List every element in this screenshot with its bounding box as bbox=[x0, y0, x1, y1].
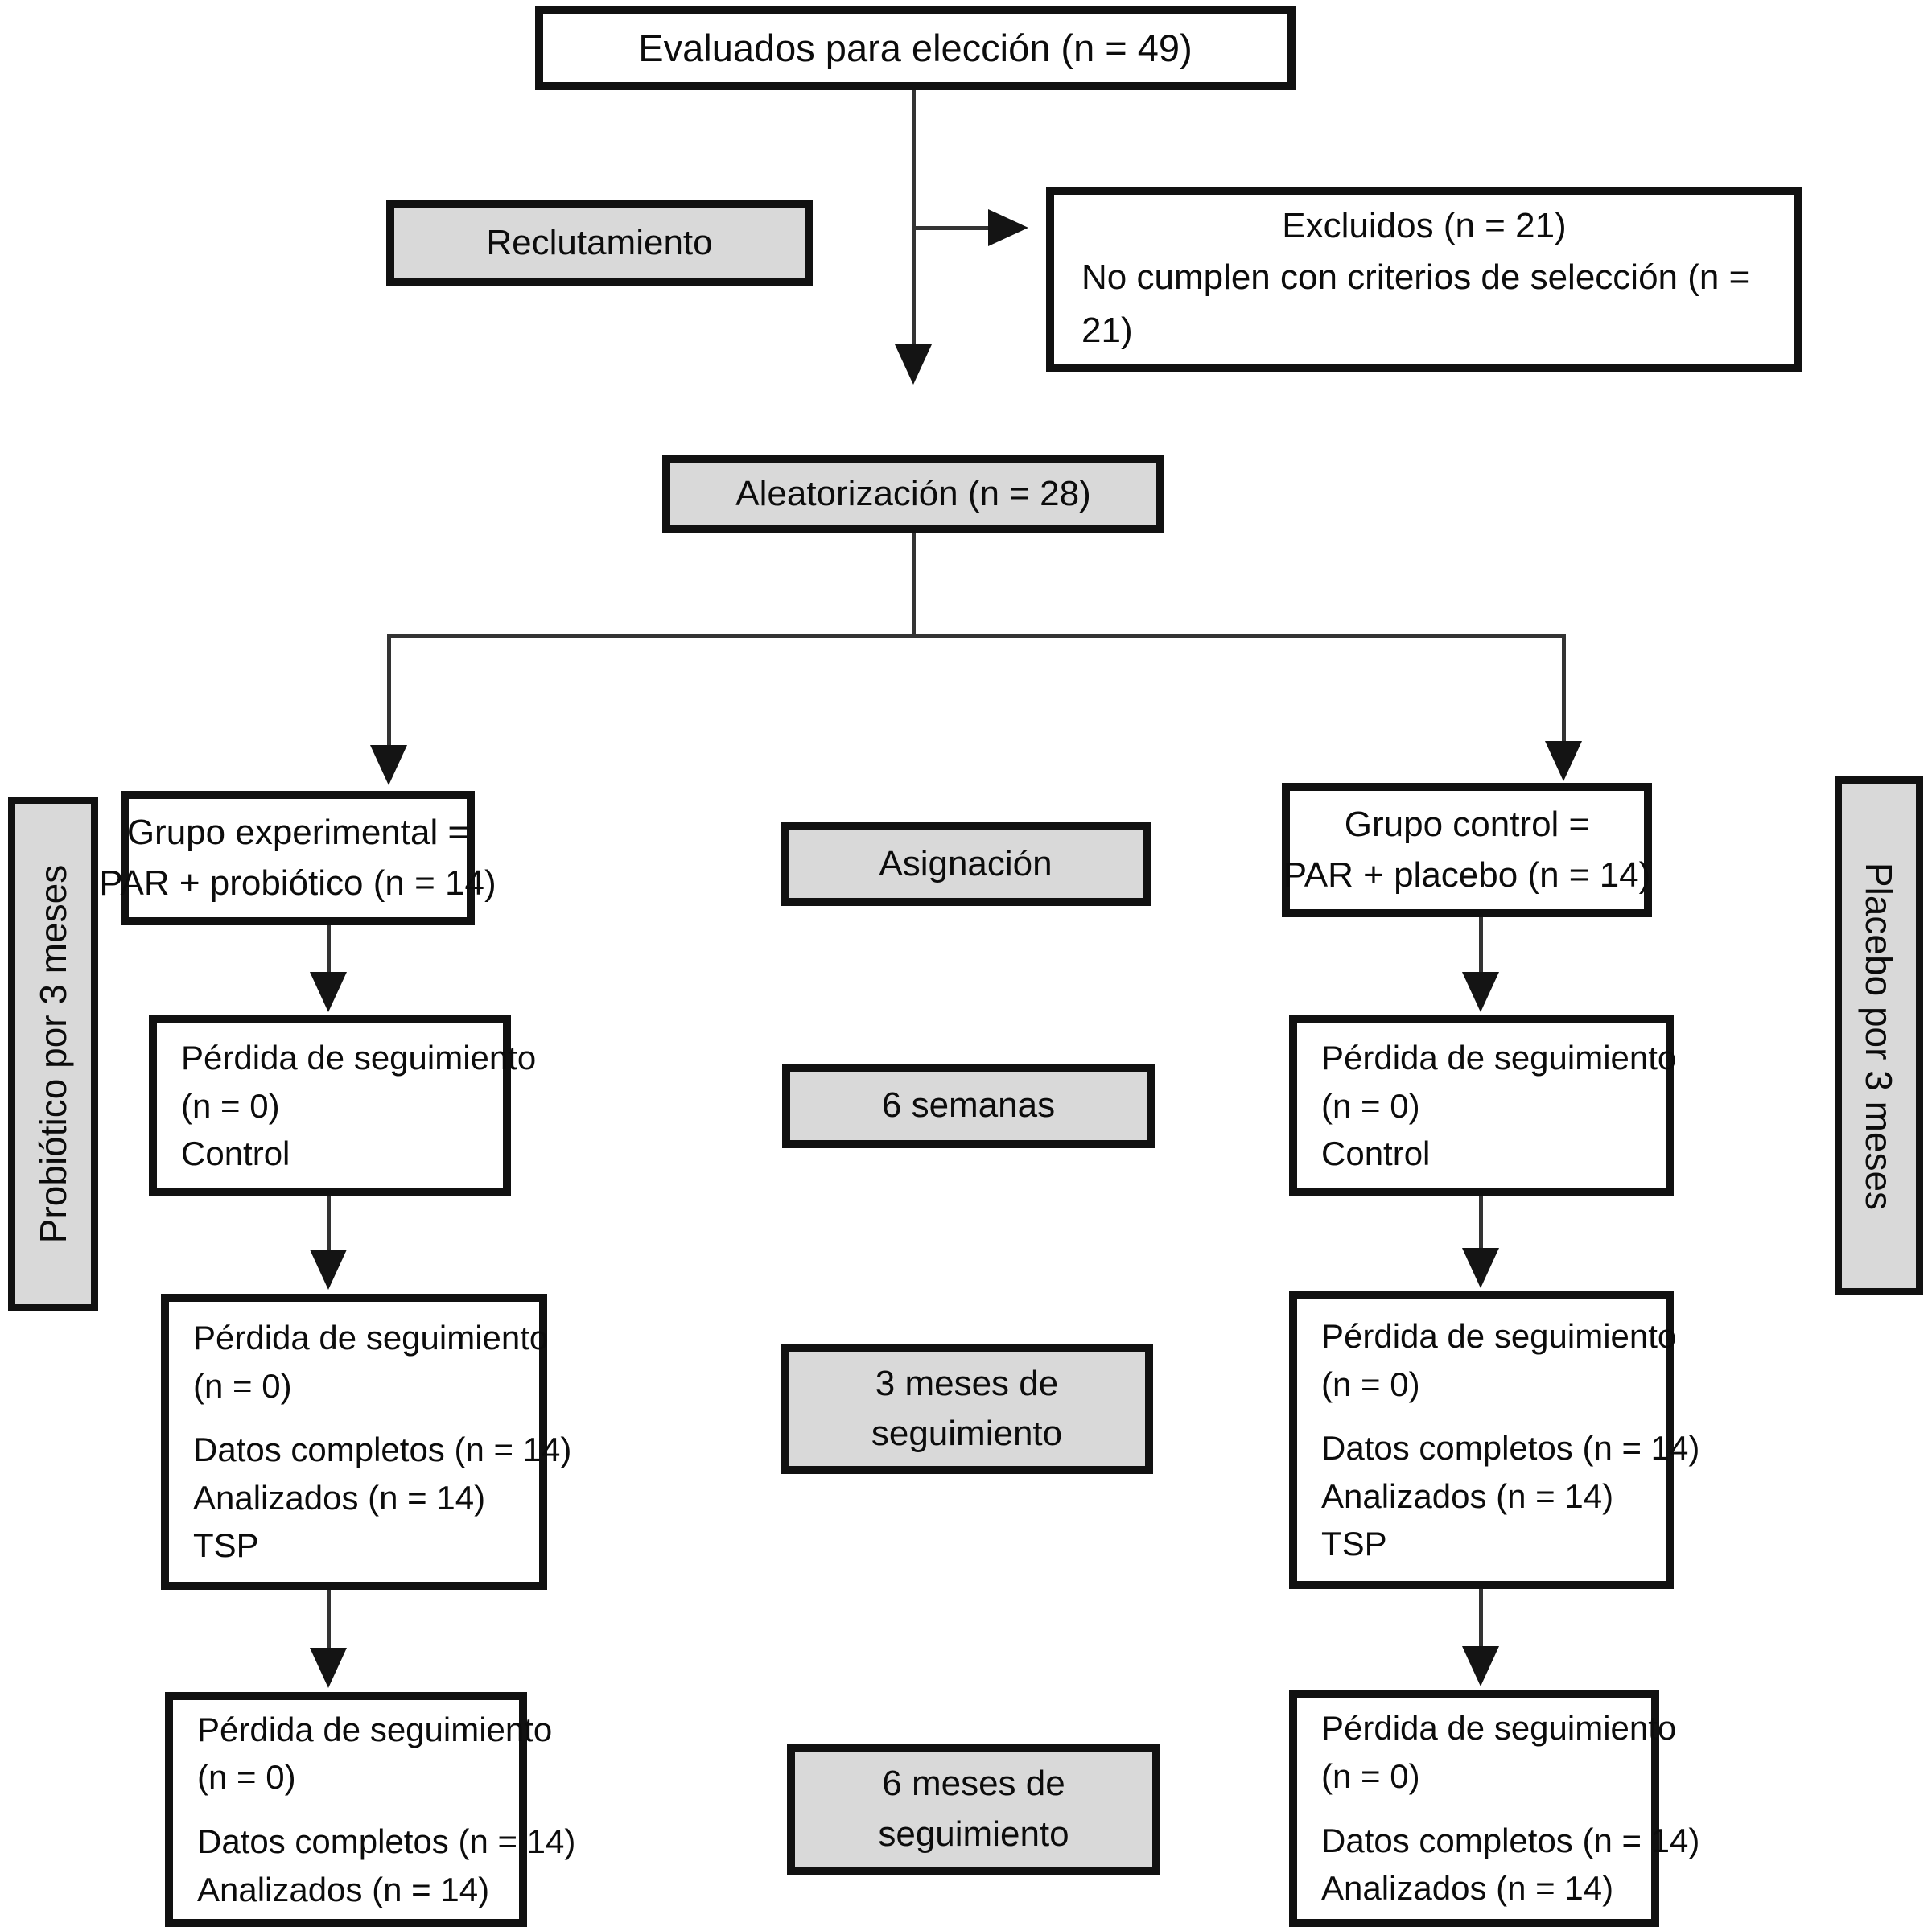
connector-ctl-3m-to-6m bbox=[1479, 1589, 1483, 1649]
experimental-group-line2: PAR + probiótico (n = 14) bbox=[99, 863, 496, 903]
side-label-placebo: Placebo por 3 meses bbox=[1835, 776, 1923, 1295]
ctl-3m-line3: Datos completos (n = 14) bbox=[1321, 1429, 1700, 1468]
box-experimental-group: Grupo experimental = PAR + probiótico (n… bbox=[99, 791, 496, 925]
stage-3m-line1: 3 meses de bbox=[875, 1363, 1059, 1403]
stage-6m-line1: 6 meses de bbox=[882, 1764, 1065, 1804]
ctl-6m-line4: Analizados (n = 14) bbox=[1321, 1869, 1614, 1908]
down-arrow-icon bbox=[310, 972, 347, 1012]
box-recruitment-text: Reclutamiento bbox=[486, 222, 713, 262]
exp-3m-line5: TSP bbox=[193, 1526, 259, 1565]
connector-randomization-down bbox=[912, 533, 916, 634]
box-recruitment: Reclutamiento bbox=[386, 200, 813, 286]
ctl-3m-line1: Pérdida de seguimiento bbox=[1321, 1316, 1677, 1355]
down-arrow-icon bbox=[895, 344, 932, 385]
connector-split-horizontal bbox=[387, 634, 1565, 638]
exp-3m-line3: Datos completos (n = 14) bbox=[193, 1431, 572, 1469]
box-assessed-text: Evaluados para elección (n = 49) bbox=[638, 26, 1193, 69]
box-excluded: Excluidos (n = 21) No cumplen con criter… bbox=[1046, 187, 1802, 372]
side-label-probiotic: Probiótico por 3 meses bbox=[8, 797, 98, 1311]
box-experimental-6-months: Pérdida de seguimiento (n = 0) Datos com… bbox=[165, 1692, 575, 1927]
ctl-6w-line1: Pérdida de seguimiento bbox=[1321, 1039, 1677, 1077]
stage-6m-line2: seguimiento bbox=[878, 1814, 1069, 1854]
down-arrow-icon bbox=[1462, 1646, 1499, 1686]
ctl-6w-line2: (n = 0) bbox=[1321, 1086, 1420, 1125]
down-arrow-icon bbox=[310, 1250, 347, 1290]
box-excluded-title: Excluidos (n = 21) bbox=[1282, 205, 1567, 245]
exp-6w-line2: (n = 0) bbox=[181, 1086, 280, 1125]
ctl-3m-line5: TSP bbox=[1321, 1525, 1387, 1563]
box-assignment: Asignación bbox=[781, 822, 1151, 906]
side-label-probiotic-text: Probiótico por 3 meses bbox=[32, 864, 75, 1244]
exp-3m-line1: Pérdida de seguimiento bbox=[193, 1318, 549, 1357]
ctl-6m-line3: Datos completos (n = 14) bbox=[1321, 1821, 1700, 1859]
connector-excluded-branch bbox=[915, 226, 991, 230]
stage-6-weeks-text: 6 semanas bbox=[881, 1085, 1056, 1126]
down-arrow-icon bbox=[370, 745, 407, 785]
control-group-line1: Grupo control = bbox=[1344, 805, 1590, 845]
exp-6m-line2: (n = 0) bbox=[197, 1758, 296, 1797]
box-assignment-text: Asignación bbox=[879, 843, 1053, 883]
connector-ctl-6w-to-3m bbox=[1479, 1196, 1483, 1251]
box-randomization: Aleatorización (n = 28) bbox=[662, 455, 1164, 533]
connector-assessed-down bbox=[912, 90, 916, 346]
box-assessed: Evaluados para elección (n = 49) bbox=[535, 6, 1296, 90]
control-group-line2: PAR + placebo (n = 14) bbox=[1283, 854, 1651, 895]
exp-6w-line1: Pérdida de seguimiento bbox=[181, 1039, 537, 1077]
exp-6m-line1: Pérdida de seguimiento bbox=[197, 1710, 553, 1748]
stage-3m-line2: seguimiento bbox=[871, 1414, 1063, 1453]
connector-exp-group-to-6w bbox=[327, 925, 331, 975]
box-control-6-weeks: Pérdida de seguimiento (n = 0) Control bbox=[1289, 1015, 1677, 1196]
box-stage-6-weeks: 6 semanas bbox=[782, 1064, 1155, 1148]
connector-exp-6w-to-3m bbox=[327, 1196, 331, 1253]
box-control-6-months: Pérdida de seguimiento (n = 0) Datos com… bbox=[1289, 1690, 1699, 1927]
exp-6m-line4: Analizados (n = 14) bbox=[197, 1870, 490, 1908]
down-arrow-icon bbox=[1462, 972, 1499, 1012]
experimental-group-line1: Grupo experimental = bbox=[126, 813, 469, 853]
right-arrow-icon bbox=[988, 209, 1028, 246]
ctl-3m-line4: Analizados (n = 14) bbox=[1321, 1476, 1614, 1515]
down-arrow-icon bbox=[1462, 1248, 1499, 1288]
box-stage-3-months: 3 meses de seguimiento bbox=[781, 1344, 1153, 1474]
exp-6m-line3: Datos completos (n = 14) bbox=[197, 1822, 576, 1860]
box-control-group: Grupo control = PAR + placebo (n = 14) bbox=[1282, 783, 1652, 917]
connector-left-drop bbox=[387, 634, 391, 747]
box-stage-6-months: 6 meses de seguimiento bbox=[787, 1744, 1160, 1875]
exp-6w-line3: Control bbox=[181, 1134, 290, 1173]
connector-ctl-group-to-6w bbox=[1479, 917, 1483, 975]
box-experimental-3-months: Pérdida de seguimiento (n = 0) Datos com… bbox=[161, 1294, 571, 1590]
box-excluded-body: No cumplen con criterios de selección (n… bbox=[1081, 257, 1750, 351]
exp-3m-line2: (n = 0) bbox=[193, 1366, 292, 1405]
box-randomization-text: Aleatorización (n = 28) bbox=[735, 473, 1091, 513]
down-arrow-icon bbox=[1545, 741, 1582, 781]
box-control-3-months: Pérdida de seguimiento (n = 0) Datos com… bbox=[1289, 1291, 1699, 1589]
ctl-6m-line2: (n = 0) bbox=[1321, 1756, 1420, 1795]
ctl-3m-line2: (n = 0) bbox=[1321, 1365, 1420, 1403]
down-arrow-icon bbox=[310, 1648, 347, 1688]
side-label-placebo-text: Placebo por 3 meses bbox=[1858, 862, 1901, 1210]
box-experimental-6-weeks: Pérdida de seguimiento (n = 0) Control bbox=[149, 1015, 536, 1196]
connector-right-drop bbox=[1562, 634, 1566, 743]
ctl-6m-line1: Pérdida de seguimiento bbox=[1321, 1709, 1677, 1748]
connector-exp-3m-to-6m bbox=[327, 1590, 331, 1651]
exp-3m-line4: Analizados (n = 14) bbox=[193, 1478, 486, 1517]
ctl-6w-line3: Control bbox=[1321, 1134, 1431, 1173]
